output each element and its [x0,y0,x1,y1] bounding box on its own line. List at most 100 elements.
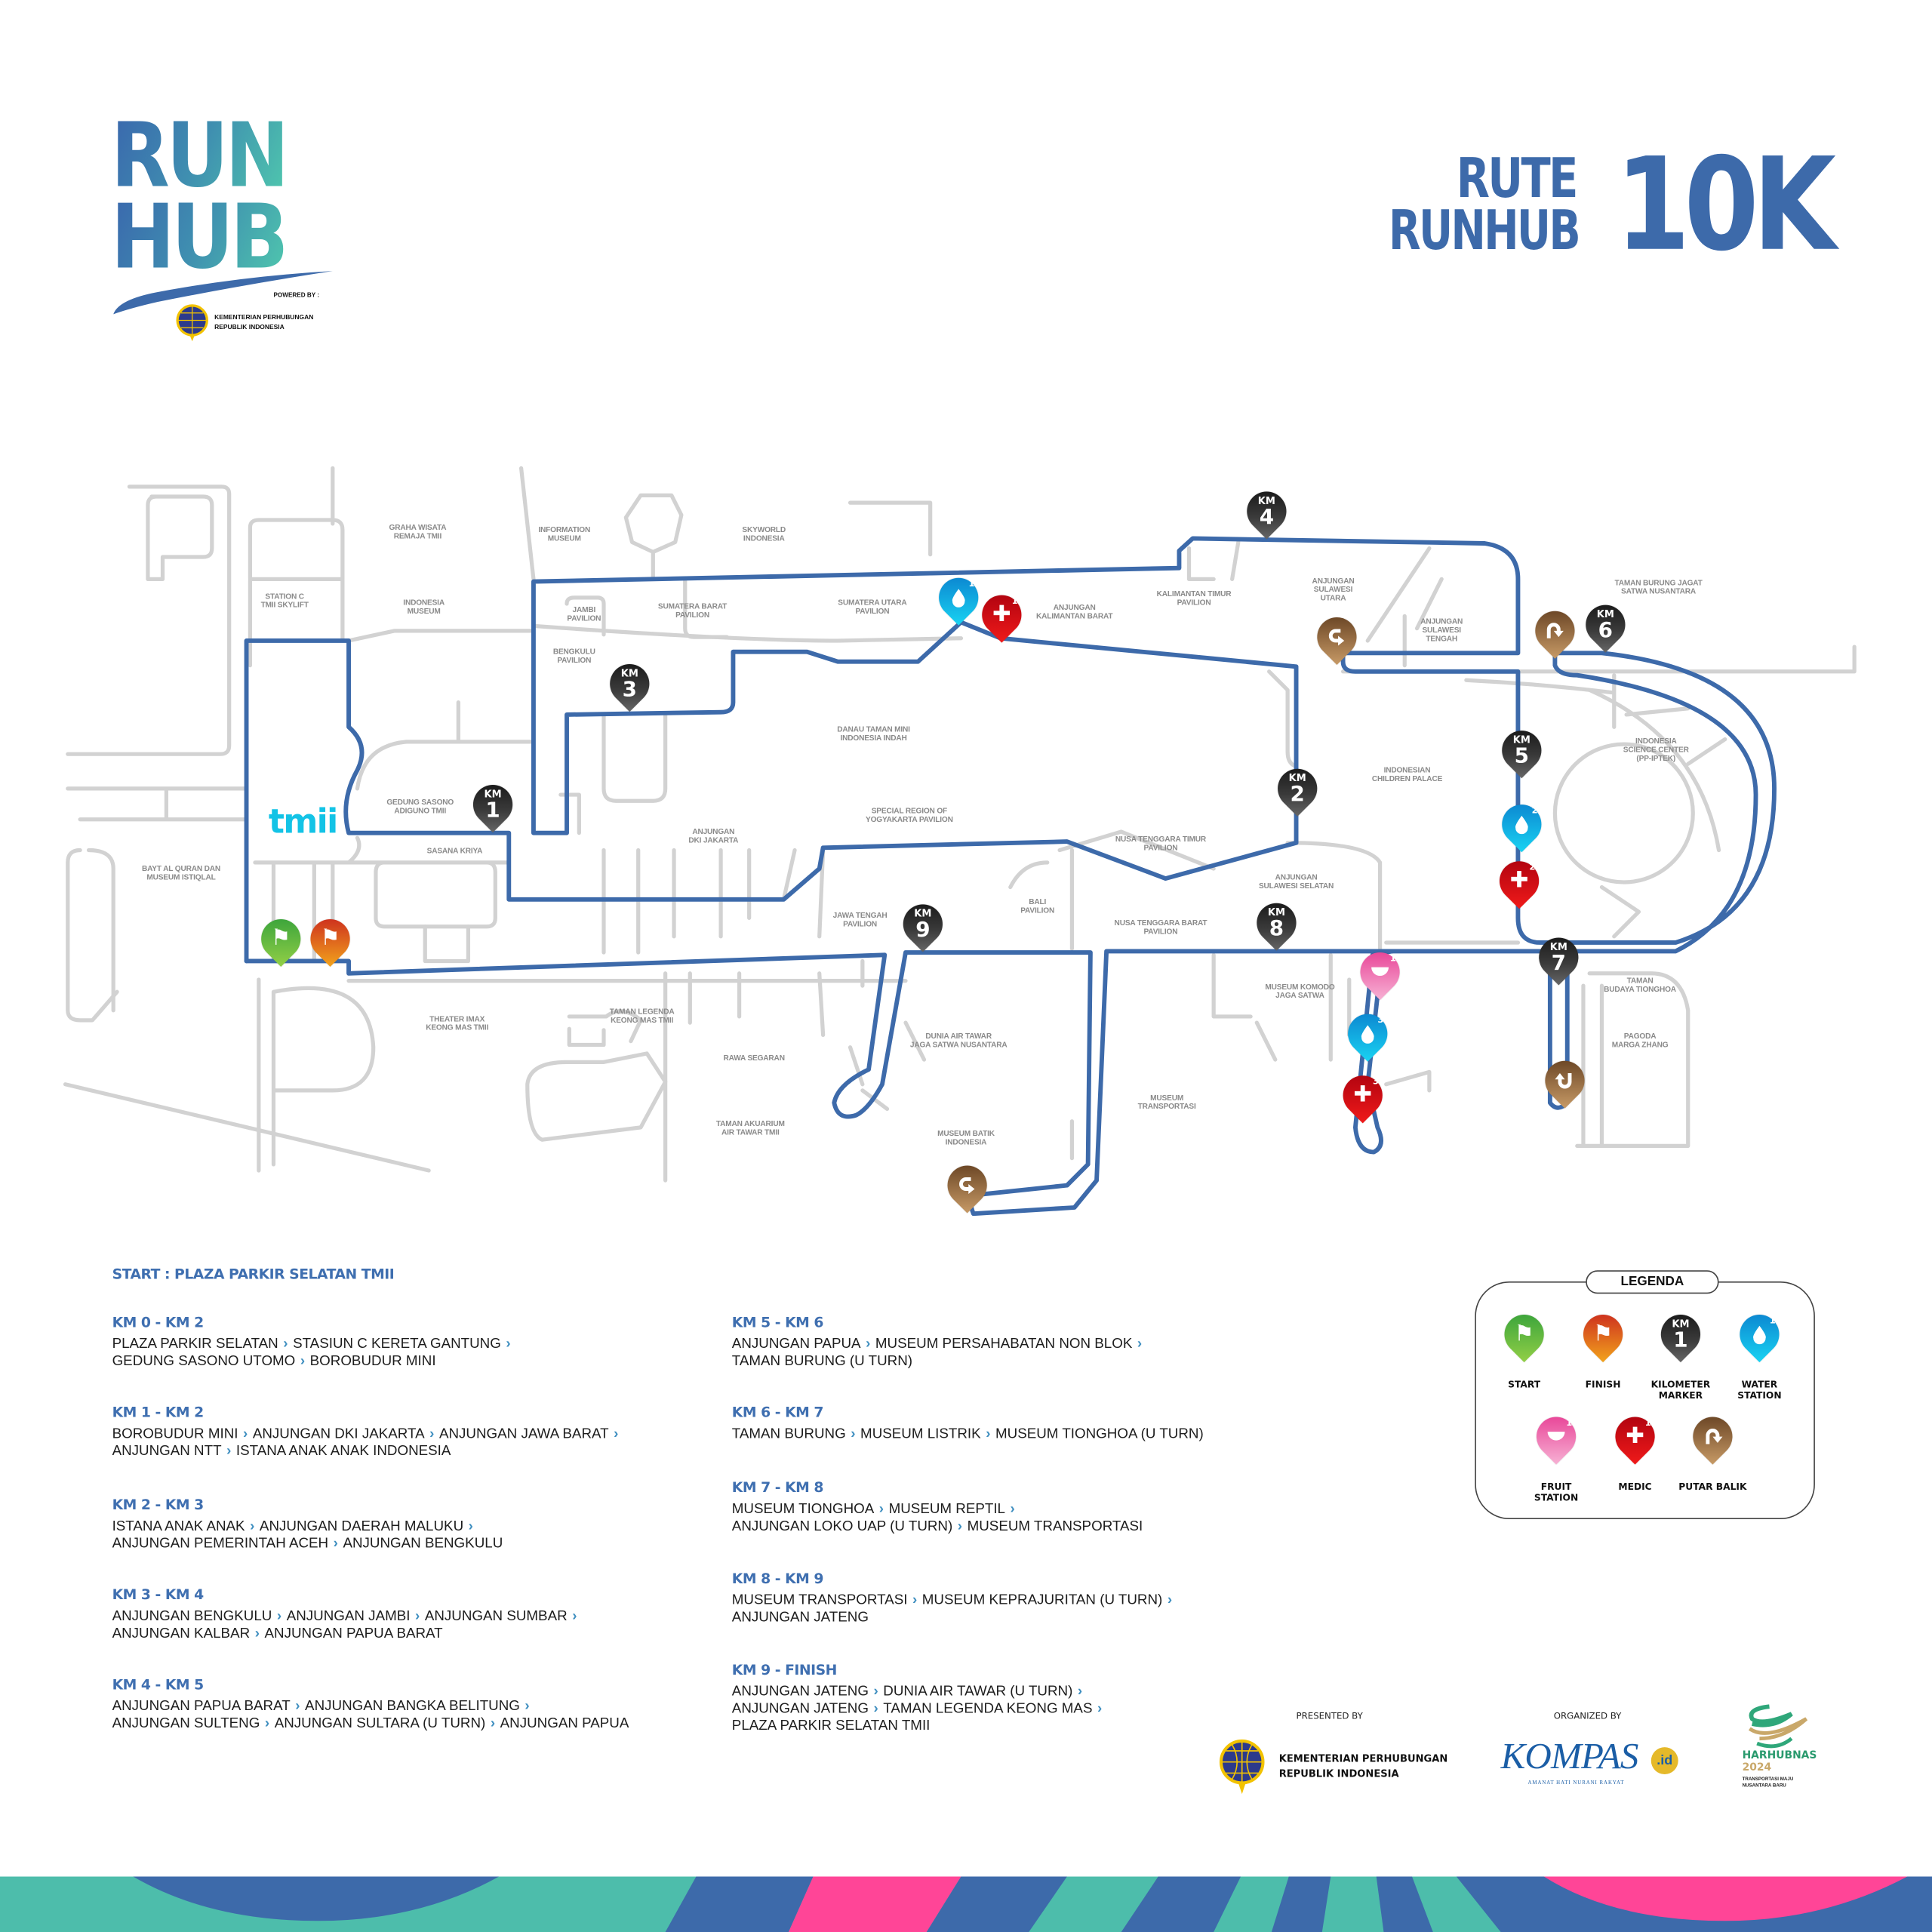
station-number: 1 [1011,596,1018,607]
map-label: SUMATERA UTARA PAVILION [838,598,907,617]
map-label: DANAU TAMAN MINI INDONESIA INDAH [837,725,910,743]
water-drop-icon [1361,1025,1374,1044]
kemenhub-emblem-icon [1219,1739,1265,1795]
u-turn-icon [959,1177,975,1195]
legend-label: START [1508,1378,1541,1390]
route-segment-title: KM 3 - KM 4 [112,1586,205,1604]
map-label: SPECIAL REGION OF YOGYAKARTA PAVILION [866,807,953,825]
km-number: 8 [1269,916,1284,942]
station-number: 1 [1769,1315,1776,1326]
km-number: 3 [622,677,637,703]
map-label: STATION C TMII SKYLIFT [260,592,309,611]
u-turn-icon [1546,623,1564,638]
legend-label: PUTAR BALIK [1678,1481,1747,1493]
watermelon-icon [1371,967,1389,977]
map-label: RAWA SEGARAN [723,1054,785,1063]
route-stop: TAMAN LEGENDA KEONG MAS [883,1701,1093,1717]
legend-label: MEDIC [1618,1481,1652,1493]
route-line: ANJUNGAN BENGKULU›ANJUNGAN JAMBI›ANJUNGA… [112,1608,716,1626]
route-stop: ANJUNGAN SUMBAR [424,1609,568,1624]
km-number: 1 [1673,1327,1688,1353]
route-line: ANJUNGAN SULTENG›ANJUNGAN SULTARA (U TUR… [112,1715,716,1733]
u-turn-taman-burung [1527,602,1583,659]
route-stop: BOROBUDUR MINI [112,1426,238,1442]
logo-swoosh [113,271,333,315]
route-stop: ANJUNGAN KALBAR [112,1626,251,1641]
route-line: ANJUNGAN PAPUA›MUSEUM PERSAHABATAN NON B… [732,1336,1336,1353]
harhubnas-name: HARHUBNAS [1742,1749,1817,1762]
route-stop: ANJUNGAN JATENG [731,1684,869,1700]
legend-medic-icon: ✚1 [1607,1408,1663,1465]
route-segment: KM 8 - KM 9 MUSEUM TRANSPORTASI›MUSEUM KE… [732,1570,1336,1626]
route-stop: ANJUNGAN BANGKA BELITUNG [305,1699,520,1715]
legend-finish-icon: ⚑ [1575,1306,1632,1363]
watermelon-icon [1547,1432,1565,1441]
legend-title: LEGENDA [1586,1270,1719,1294]
flag-icon: ⚑ [1514,1321,1534,1347]
medical-cross-icon: ✚ [1353,1081,1373,1108]
finish-marker: ⚑ [302,911,358,968]
route-line: ANJUNGAN JATENG›TAMAN LEGENDA KEONG MAS› [732,1700,1336,1718]
chevron-right-icon: › [986,1426,991,1442]
km-number: 5 [1514,744,1529,769]
chevron-right-icon: › [429,1426,435,1442]
map-label: INDONESIA MUSEUM [403,598,445,617]
map-label: THEATER IMAX KEONG MAS TMII [426,1015,489,1033]
route-stop: TAMAN BURUNG [731,1426,846,1442]
route-stop: MUSEUM TIONGHOA [731,1502,875,1517]
runhub-logo-hub: HUB [110,184,288,289]
map-label: SUMATERA BARAT PAVILION [657,602,728,620]
chevron-right-icon: › [333,1536,338,1552]
chevron-right-icon: › [295,1699,300,1715]
station-number: 3 [1377,1015,1384,1026]
presenter-line2: REPUBLIK INDONESIA [1278,1767,1399,1780]
map-label: ANJUNGAN KALIMANTAN BARAT [1035,603,1113,621]
chevron-right-icon: › [1137,1337,1143,1352]
station-number: 3 [1372,1076,1379,1087]
route-segment-title: KM 5 - KM 6 [731,1313,824,1331]
kompas-logo: KOMPAS [1500,1736,1639,1777]
chevron-right-icon: › [873,1701,878,1717]
route-stop: ANJUNGAN PAPUA BARAT [264,1626,443,1641]
route-segment-title: KM 1 - KM 2 [112,1403,205,1421]
legend-label: WATER STATION [1737,1378,1782,1401]
map-label: SKYWORLD INDONESIA [742,525,786,543]
route-line: BOROBUDUR MINI›ANJUNGAN DKI JAKARTA›ANJU… [112,1426,716,1443]
route-segment-title: KM 8 - KM 9 [731,1570,824,1587]
title-distance: 10K [1615,129,1836,280]
map-label: BENGKULU PAVILION [552,648,595,666]
station-number: 2 [1529,862,1536,872]
chevron-right-icon: › [1097,1701,1103,1717]
chevron-right-icon: › [851,1426,856,1442]
map-label: INFORMATION MUSEUM [538,525,591,543]
route-stop: ANJUNGAN PAPUA BARAT [112,1699,291,1715]
medical-cross-icon: ✚ [1626,1423,1644,1449]
presenter-line1: KEMENTERIAN PERHUBUNGAN [1278,1753,1448,1764]
map-label: PAGODA MARGA ZHANG [1611,1032,1669,1051]
chevron-right-icon: › [468,1519,473,1534]
route-line: ANJUNGAN NTT›ISTANA ANAK ANAK INDONESIA [112,1443,716,1460]
route-map [63,466,1857,1217]
chevron-right-icon: › [254,1626,260,1641]
map-label: ANJUNGAN SULAWESI SELATAN [1258,873,1334,891]
route-line: MUSEUM TRANSPORTASI›MUSEUM KEPRAJURITAN … [732,1592,1336,1609]
route-stop: ANJUNGAN PAPUA [500,1716,629,1731]
route-stop: PLAZA PARKIR SELATAN [112,1337,278,1352]
route-stop: MUSEUM TIONGHOA (U TURN) [995,1426,1204,1442]
u-turn-icon [1555,1073,1572,1089]
u-turn-sultara [1309,609,1365,666]
route-segment-title: KM 2 - KM 3 [112,1496,205,1513]
route-stop: PLAZA PARKIR SELATAN TMII [731,1718,931,1734]
harhubnas-year: 2024 [1742,1761,1772,1775]
map-label: JAMBI PAVILION [567,606,601,624]
route-stop: ANJUNGAN JATENG [731,1701,869,1717]
fruit-station-1: 1 [1352,944,1408,1001]
route-stop: ANJUNGAN PEMERINTAH ACEH [112,1536,329,1552]
